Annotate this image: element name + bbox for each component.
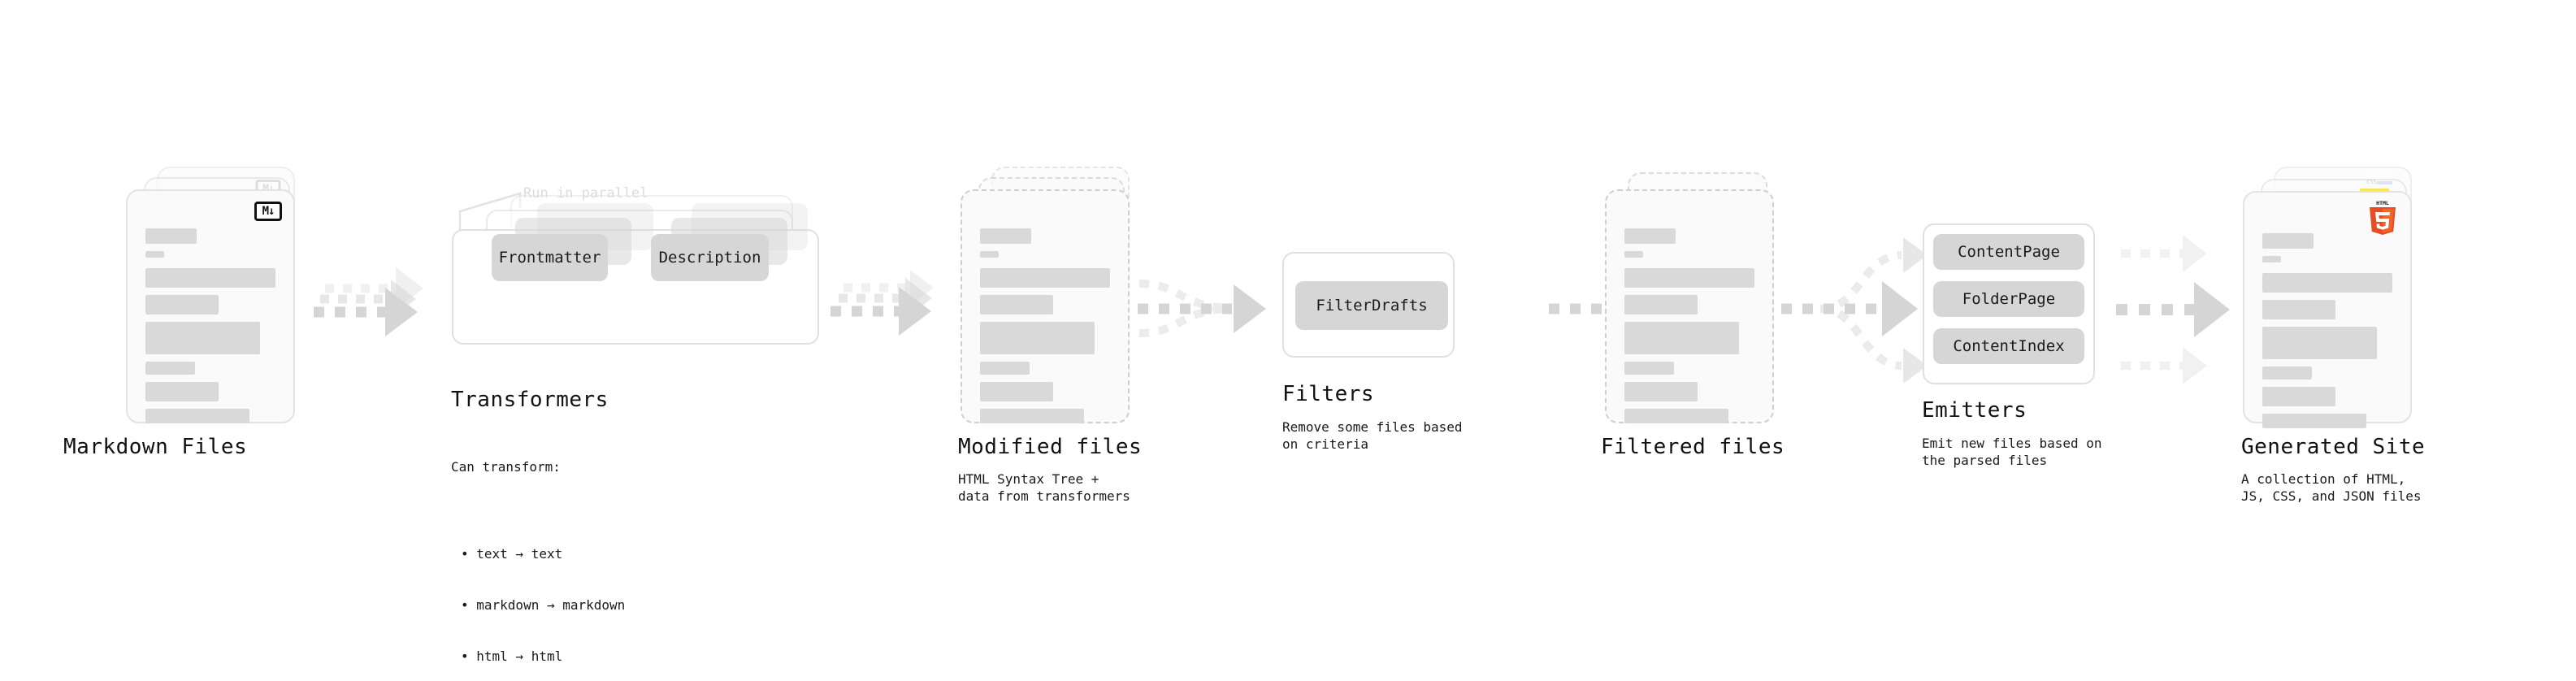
arrow-emitters-to-site bbox=[2116, 235, 2230, 384]
chip-label: Frontmatter bbox=[498, 249, 601, 267]
modified-doc-stack bbox=[961, 167, 1135, 427]
stage-markdown-files: M↓ M↓ M↓ Markdown Files bbox=[63, 167, 301, 459]
generated-site-description: A collection of HTML, JS, CSS, and JSON … bbox=[2241, 471, 2422, 504]
page-title-transformers: Transformers bbox=[451, 388, 609, 412]
doc-placeholder-lines bbox=[145, 228, 275, 431]
chip-label: ContentPage bbox=[1958, 243, 2060, 261]
doc-placeholder-lines bbox=[980, 228, 1110, 431]
stage-generated-site: CSS HTML bbox=[2241, 167, 2430, 504]
transformers-subtitle: Can transform: bbox=[451, 459, 561, 475]
chip-label: ContentIndex bbox=[1953, 337, 2065, 355]
transformers-description: Can transform: • text → text • markdown … bbox=[451, 424, 625, 681]
arrow-markdown-to-transformers bbox=[314, 267, 423, 336]
bullet-text-to-text: • text → text bbox=[461, 546, 563, 562]
page-title-generated-site: Generated Site bbox=[2241, 435, 2426, 459]
modified-files-description: HTML Syntax Tree + data from transformer… bbox=[958, 471, 1130, 504]
generated-doc-front-html: HTML bbox=[2243, 191, 2412, 428]
emitters-group: ContentPage FolderPage ContentIndex bbox=[1923, 223, 2105, 390]
emitter-chip-contentindex[interactable]: ContentIndex bbox=[1933, 328, 2084, 364]
stage-transformers: Frontmatter Description Run in parallel … bbox=[451, 185, 826, 664]
chip-label: Description bbox=[658, 249, 761, 267]
svg-text:HTML: HTML bbox=[2376, 200, 2389, 206]
markdown-doc-stack: M↓ M↓ M↓ bbox=[126, 167, 301, 427]
stage-filters: FilterDrafts Filters Remove some files b… bbox=[1282, 252, 1463, 452]
bullet-markdown-to-markdown: • markdown → markdown bbox=[461, 597, 626, 613]
page-title-markdown-files: Markdown Files bbox=[63, 435, 248, 459]
run-in-parallel-label: Run in parallel bbox=[523, 185, 648, 202]
filtered-doc-front bbox=[1605, 189, 1774, 423]
filters-group: FilterDrafts bbox=[1282, 252, 1457, 362]
transformer-chip-frontmatter[interactable]: Frontmatter bbox=[492, 234, 608, 281]
stage-emitters: ContentPage FolderPage ContentIndex Emit… bbox=[1922, 223, 2105, 468]
arrow-modified-to-filters bbox=[1138, 280, 1266, 337]
transformer-chip-description[interactable]: Description bbox=[651, 234, 769, 281]
emitter-chip-contentpage[interactable]: ContentPage bbox=[1933, 234, 2084, 270]
markdown-badge: M↓ bbox=[254, 202, 282, 221]
doc-placeholder-lines bbox=[2262, 233, 2392, 436]
filters-description: Remove some files based on criteria bbox=[1282, 419, 1463, 452]
page-title-filtered-files: Filtered files bbox=[1601, 435, 1785, 459]
bullet-html-to-html: • html → html bbox=[461, 648, 563, 664]
emitter-chip-folderpage[interactable]: FolderPage bbox=[1933, 281, 2084, 317]
filter-chip-filterdrafts[interactable]: FilterDrafts bbox=[1295, 281, 1448, 330]
page-title-emitters: Emitters bbox=[1922, 398, 2027, 423]
arrow-transformers-to-modified bbox=[830, 270, 934, 336]
stage-filtered-files: Filtered files bbox=[1601, 167, 1785, 459]
emitters-description: Emit new files based on the parsed files bbox=[1922, 436, 2102, 468]
arrow-filtered-to-emitters bbox=[1781, 237, 1928, 384]
chip-label: FolderPage bbox=[1962, 290, 2056, 308]
modified-doc-front bbox=[961, 189, 1130, 423]
transformers-bullet-list: • text → text • markdown → markdown • ht… bbox=[451, 511, 625, 681]
page-title-modified-files: Modified files bbox=[958, 435, 1143, 459]
html5-icon: HTML bbox=[2370, 200, 2396, 235]
markdown-doc-front: M↓ bbox=[126, 189, 295, 423]
chip-label: FilterDrafts bbox=[1316, 297, 1428, 314]
filtered-doc-stack bbox=[1605, 167, 1780, 427]
stage-modified-files: Modified files HTML Syntax Tree + data f… bbox=[958, 167, 1142, 504]
doc-placeholder-lines bbox=[1624, 228, 1754, 431]
generated-doc-stack: CSS HTML bbox=[2243, 167, 2430, 428]
page-title-filters: Filters bbox=[1282, 382, 1375, 406]
transformers-group-stack: Frontmatter Description bbox=[452, 195, 826, 358]
